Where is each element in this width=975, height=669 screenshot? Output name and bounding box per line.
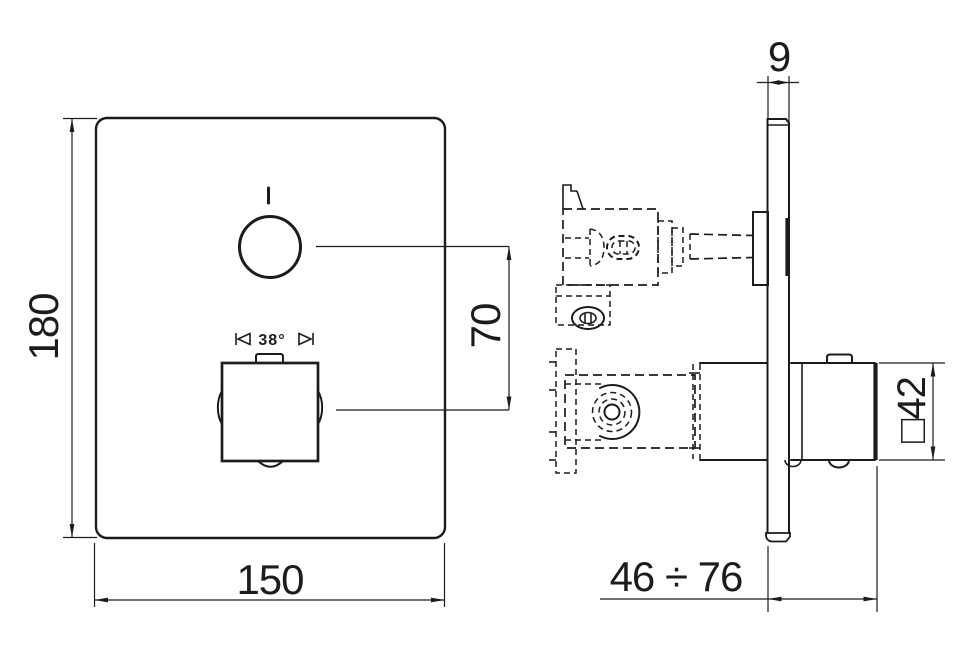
- arrow-up-icon: [930, 363, 936, 377]
- arrow-right-icon: [863, 596, 877, 602]
- knob-body: [220, 361, 320, 463]
- dim-square-42: □42: [879, 362, 945, 461]
- stem-bottom: [689, 256, 754, 260]
- knob-bottom-arc: [257, 460, 284, 468]
- diverter-housing-arc: [599, 384, 641, 440]
- diverter-knob-side: [784, 353, 878, 469]
- dim-150: 150: [93, 543, 446, 607]
- dim-180: 180: [20, 117, 97, 539]
- temp-38-label: 38°: [258, 332, 285, 349]
- arrow-left-icon: [768, 80, 779, 85]
- dim-9-label: 9: [768, 33, 790, 80]
- spindle-outer: [606, 235, 640, 260]
- left-arrow-icon: [236, 332, 251, 346]
- dim-9: 9: [757, 33, 799, 122]
- knob-right-bump: [317, 390, 324, 425]
- knob-top-tab: [255, 353, 284, 364]
- side-view: 9 □42 46 ÷ 76: [549, 33, 945, 612]
- dim-70: 70: [316, 245, 512, 411]
- diverter-circle-center: [603, 403, 621, 421]
- diverter-body: [564, 374, 696, 449]
- mount-bracket-top: [562, 184, 577, 209]
- stem-top: [689, 233, 754, 237]
- thermostat-knob-circle: [238, 215, 302, 279]
- mount-bracket-top: [576, 190, 584, 210]
- wall-plate-side: [765, 118, 791, 543]
- arrow-left-icon: [94, 597, 108, 603]
- dim-180-label: 180: [20, 293, 67, 360]
- diverter-knob-square: [216, 353, 324, 468]
- knob-skirt-arc: [784, 459, 802, 468]
- collar-step-2: [671, 227, 684, 267]
- arrow-down-icon: [930, 446, 936, 460]
- cartridge-body: [562, 208, 659, 286]
- flange: [752, 211, 769, 286]
- arrow-down-icon: [506, 396, 512, 410]
- front-view: 38° 180 150: [20, 116, 512, 607]
- mount-lug: [555, 284, 611, 326]
- arrow-down-icon: [69, 524, 75, 538]
- screw-boss: [571, 306, 605, 330]
- faceplate-outline: [94, 116, 447, 540]
- valve-body-upper-hidden: [555, 184, 769, 330]
- arrow-up-icon: [69, 118, 75, 132]
- temp-38-marker: 38°: [235, 332, 314, 349]
- arrow-right-icon: [778, 80, 789, 85]
- dim-square-42-label: □42: [890, 377, 934, 443]
- dim-depth-label: 46 ÷ 76: [610, 553, 743, 600]
- cartridge-dome: [589, 228, 605, 267]
- dim-70-label: 70: [462, 304, 509, 349]
- plate-top-chamfer: [785, 118, 790, 124]
- right-arrow-icon: [298, 332, 313, 346]
- valve-body-lower-hidden: [549, 348, 768, 474]
- arrow-up-icon: [506, 246, 512, 260]
- mount-bracket: [555, 348, 577, 474]
- screw-head: [579, 311, 597, 325]
- collar-step-1: [657, 220, 673, 274]
- dim-150-label: 150: [236, 556, 303, 603]
- arrow-right-icon: [431, 597, 445, 603]
- knob-top-tab-side: [826, 353, 853, 364]
- plate-foot: [765, 532, 791, 543]
- diverter-circle-mid: [598, 398, 626, 426]
- arrow-left-icon: [768, 596, 782, 602]
- dim-depth-46-76: 46 ÷ 76: [600, 466, 878, 612]
- knob-left-bump: [216, 390, 223, 425]
- diverter-circle-outer: [591, 391, 633, 433]
- spindle-inner: [611, 240, 636, 255]
- knob-bottom-arc-side: [828, 459, 850, 469]
